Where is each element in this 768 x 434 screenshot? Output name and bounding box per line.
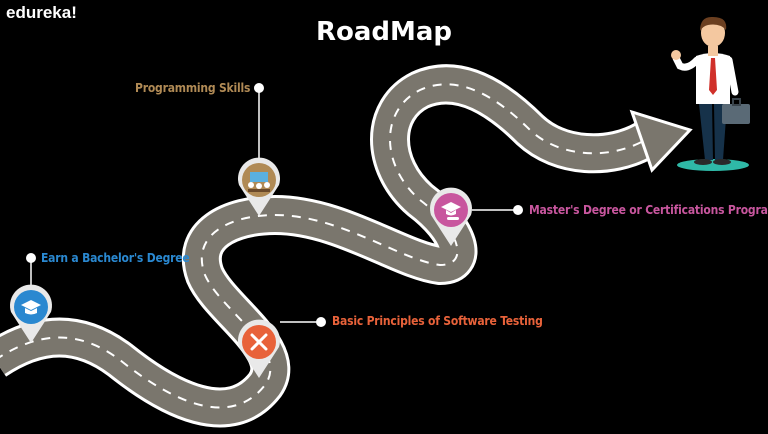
businessman-illustration (671, 16, 750, 171)
milestone-label-bachelor: Earn a Bachelor's Degree (41, 251, 190, 265)
milestone-pin-masters (430, 187, 472, 246)
road-arrow-head (629, 109, 693, 173)
leader-dot (254, 83, 264, 93)
milestone-pin-testing (238, 319, 280, 378)
graduation-cap-diploma-icon (441, 202, 461, 220)
page-title: RoadMap (315, 17, 453, 47)
edureka-logo: edureka! (6, 3, 77, 22)
milestone-label-masters: Master's Degree or Certifications Progra… (529, 203, 768, 217)
road (0, 64, 693, 428)
milestone-label-testing: Basic Principles of Software Testing (332, 314, 543, 328)
leader-dot (316, 317, 326, 327)
team-meeting-icon (248, 172, 270, 192)
graduation-cap-icon (21, 300, 41, 315)
leader-dot (26, 253, 36, 263)
leader-dot (513, 205, 523, 215)
milestone-label-programming: Programming Skills (135, 81, 251, 95)
milestone-pin-programming (238, 157, 280, 216)
milestone-pin-bachelor (10, 284, 53, 343)
tools-icon (250, 333, 268, 351)
